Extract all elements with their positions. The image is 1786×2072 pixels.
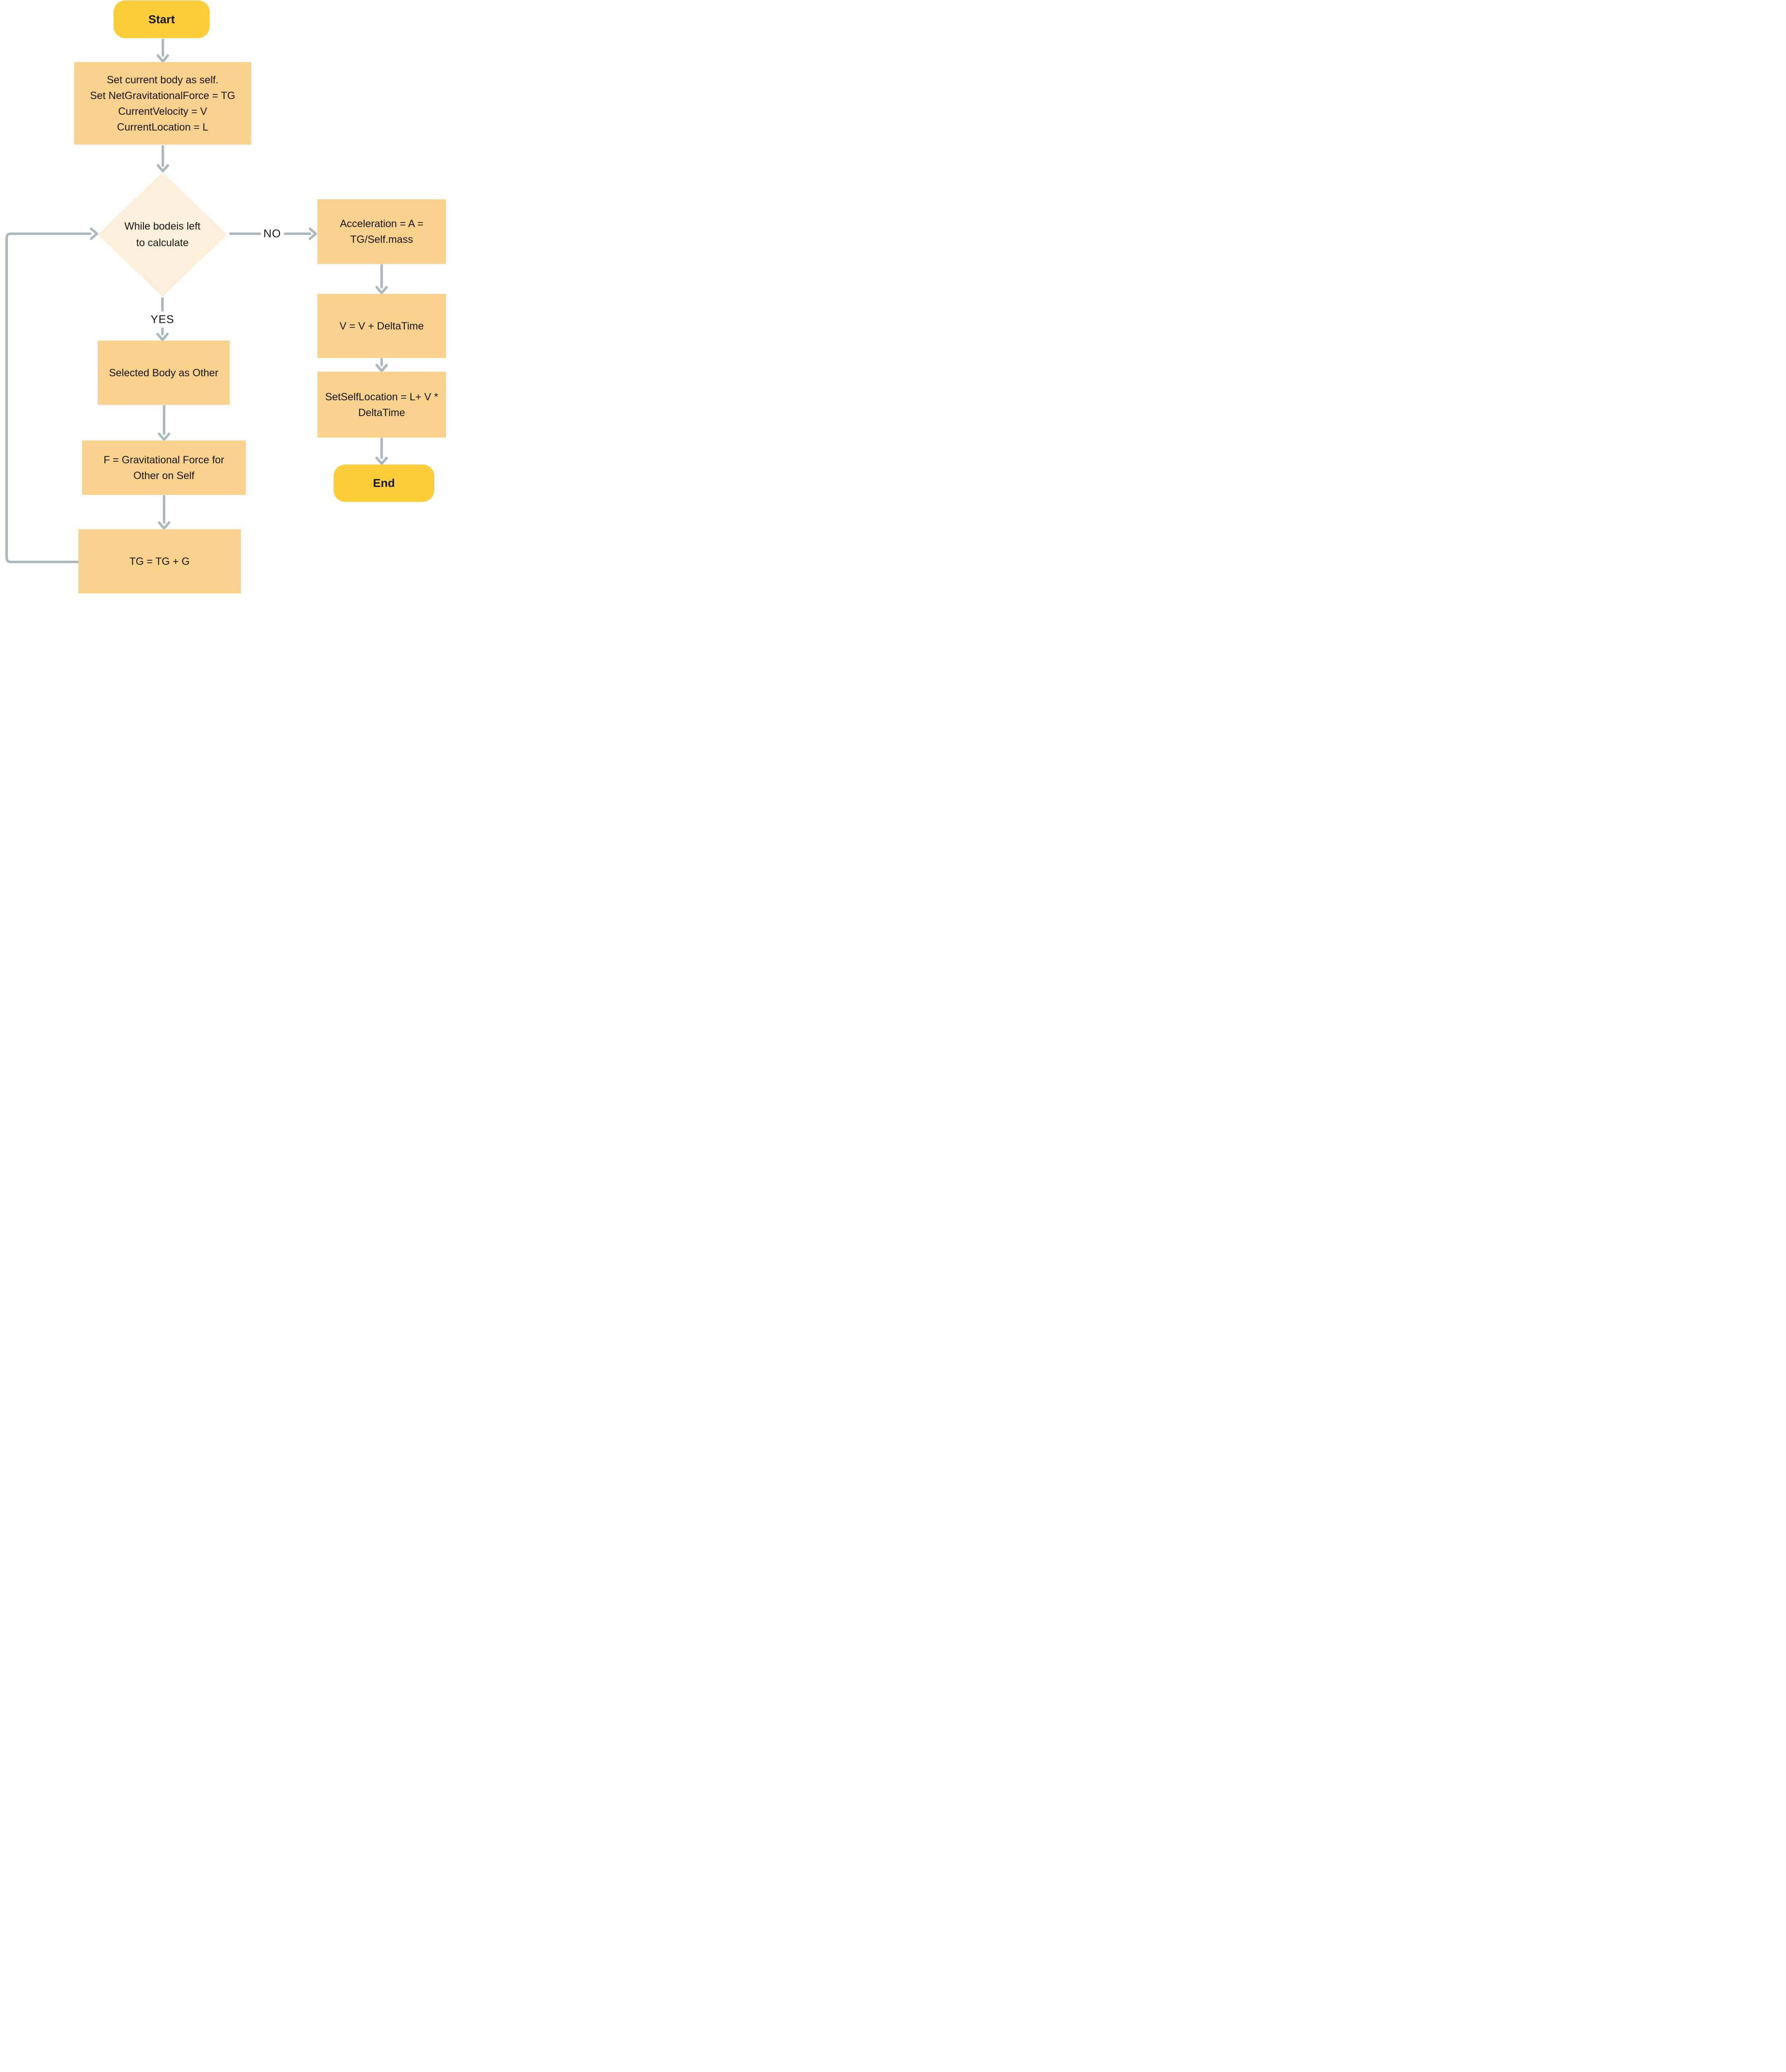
node-gravitational-force-label: F = Gravitational Force for Other on Sel… — [103, 454, 225, 482]
node-start: Start — [114, 0, 210, 38]
node-velocity-label: V = V + DeltaTime — [339, 320, 424, 332]
edge-decision-selected-yes — [156, 297, 169, 341]
edge-tg-decision-loop — [5, 228, 98, 563]
edge-decision-accel-no — [229, 228, 317, 240]
flowchart-edges — [5, 39, 388, 563]
edge-start-init — [157, 39, 169, 63]
edge-label-yes: YES — [150, 313, 174, 326]
node-acceleration-label: Acceleration = A = TG/Self.mass — [340, 218, 424, 245]
node-tg-accumulate-label: TG = TG + G — [129, 555, 190, 567]
node-start-label: Start — [148, 12, 175, 26]
edge-location-end — [375, 438, 388, 465]
node-velocity: V = V + DeltaTime — [317, 294, 446, 358]
node-end: End — [334, 465, 434, 502]
node-init-label: Set current body as self. Set NetGravita… — [90, 74, 235, 133]
node-set-location: SetSelfLocation = L+ V * DeltaTime — [317, 372, 446, 438]
edge-force-tg — [158, 495, 170, 530]
node-decision-label: While bodeis left to calculate — [124, 220, 201, 249]
node-acceleration: Acceleration = A = TG/Self.mass — [317, 199, 446, 264]
node-set-location-label: SetSelfLocation = L+ V * DeltaTime — [325, 391, 438, 419]
edge-init-decision — [157, 145, 169, 172]
node-gravitational-force: F = Gravitational Force for Other on Sel… — [82, 441, 246, 495]
edge-accel-velocity — [375, 264, 388, 294]
edge-label-no: NO — [263, 227, 281, 240]
flowchart-canvas: Start Set current body as self. Set NetG… — [0, 0, 447, 593]
node-end-label: End — [373, 477, 395, 489]
edge-velocity-location — [375, 358, 388, 372]
node-init: Set current body as self. Set NetGravita… — [74, 62, 251, 145]
node-tg-accumulate: TG = TG + G — [78, 529, 241, 593]
edge-selected-force — [158, 405, 170, 441]
node-selected-body: Selected Body as Other — [98, 341, 230, 405]
node-selected-body-label: Selected Body as Other — [109, 367, 219, 379]
